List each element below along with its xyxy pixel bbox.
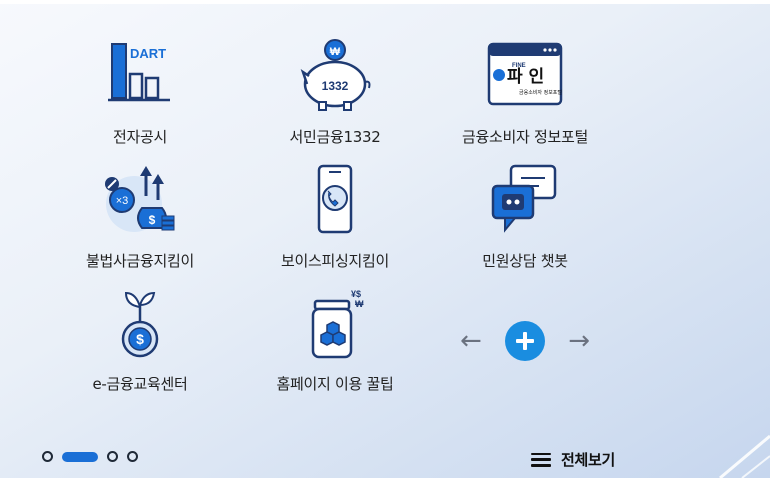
dart-icon: DART <box>100 36 180 116</box>
page-dot[interactable] <box>42 451 53 462</box>
page-dot-active[interactable] <box>62 451 98 462</box>
add-button[interactable] <box>505 321 545 361</box>
honey-jar-icon: ¥$ ₩ <box>295 283 375 363</box>
tile-illegal-lending[interactable]: ×3 $ 불법사금융지킴이 <box>50 160 230 280</box>
page-dot[interactable] <box>127 451 138 462</box>
fine-small-badge: FINE <box>512 63 526 69</box>
plus-icon <box>516 332 534 350</box>
tile-label: 민원상담 챗봇 <box>482 252 568 270</box>
page-dot[interactable] <box>107 451 118 462</box>
piggy-bank-icon: ₩ 1332 <box>295 36 375 116</box>
svg-text:$: $ <box>149 213 156 227</box>
arrow-left-icon[interactable]: ← <box>460 326 482 356</box>
tile-label: 금융소비자 정보포털 <box>462 128 588 146</box>
tile-voice-phishing[interactable]: 보이스피싱지킴이 <box>245 160 425 280</box>
multiplier-badge: ×3 <box>116 195 129 207</box>
fine-sub-badge: 금융소비자 정보포털 <box>519 89 562 96</box>
chatbot-icon <box>485 160 565 240</box>
tile-seomin-1332[interactable]: ₩ 1332 서민금융1332 <box>245 36 425 156</box>
tile-chatbot[interactable]: 민원상담 챗봇 <box>435 160 615 280</box>
view-all-button[interactable]: 전체보기 <box>531 449 615 470</box>
tile-label: 불법사금융지킴이 <box>85 252 194 270</box>
tile-label: 보이스피싱지킴이 <box>280 252 389 270</box>
add-service-area: ← → <box>460 318 590 364</box>
tile-dart[interactable]: DART 전자공시 <box>50 36 230 156</box>
dart-badge: DART <box>130 46 166 61</box>
tile-homepage-tips[interactable]: ¥$ ₩ 홈페이지 이용 꿀팁 <box>245 283 425 403</box>
tile-label: 서민금융1332 <box>289 128 381 146</box>
svg-text:$: $ <box>136 331 144 347</box>
decorative-lines <box>719 434 770 478</box>
svg-text:¥$: ¥$ <box>351 289 361 299</box>
tile-label: 전자공시 <box>112 128 167 146</box>
piggy-badge: 1332 <box>322 79 349 93</box>
fine-badge: 파 인 <box>507 67 544 87</box>
smartphone-icon <box>295 160 375 240</box>
money-bag-arrows-icon: ×3 $ <box>100 160 180 240</box>
money-sprout-icon: $ <box>100 283 180 363</box>
tile-label: 홈페이지 이용 꿀팁 <box>276 375 394 393</box>
view-all-label: 전체보기 <box>561 451 616 469</box>
arrow-right-icon[interactable]: → <box>568 326 590 356</box>
svg-text:₩: ₩ <box>330 46 341 58</box>
svg-text:₩: ₩ <box>355 299 364 309</box>
menu-icon <box>531 452 551 467</box>
browser-window-icon: FINE 파 인 금융소비자 정보포털 <box>485 36 565 116</box>
tile-e-finance-education[interactable]: $ e-금융교육센터 <box>50 283 230 403</box>
tile-label: e-금융교육센터 <box>92 375 188 393</box>
carousel-pagination <box>42 451 138 462</box>
top-divider <box>0 0 770 4</box>
tile-fine-portal[interactable]: FINE 파 인 금융소비자 정보포털 금융소비자 정보포털 <box>435 36 615 156</box>
